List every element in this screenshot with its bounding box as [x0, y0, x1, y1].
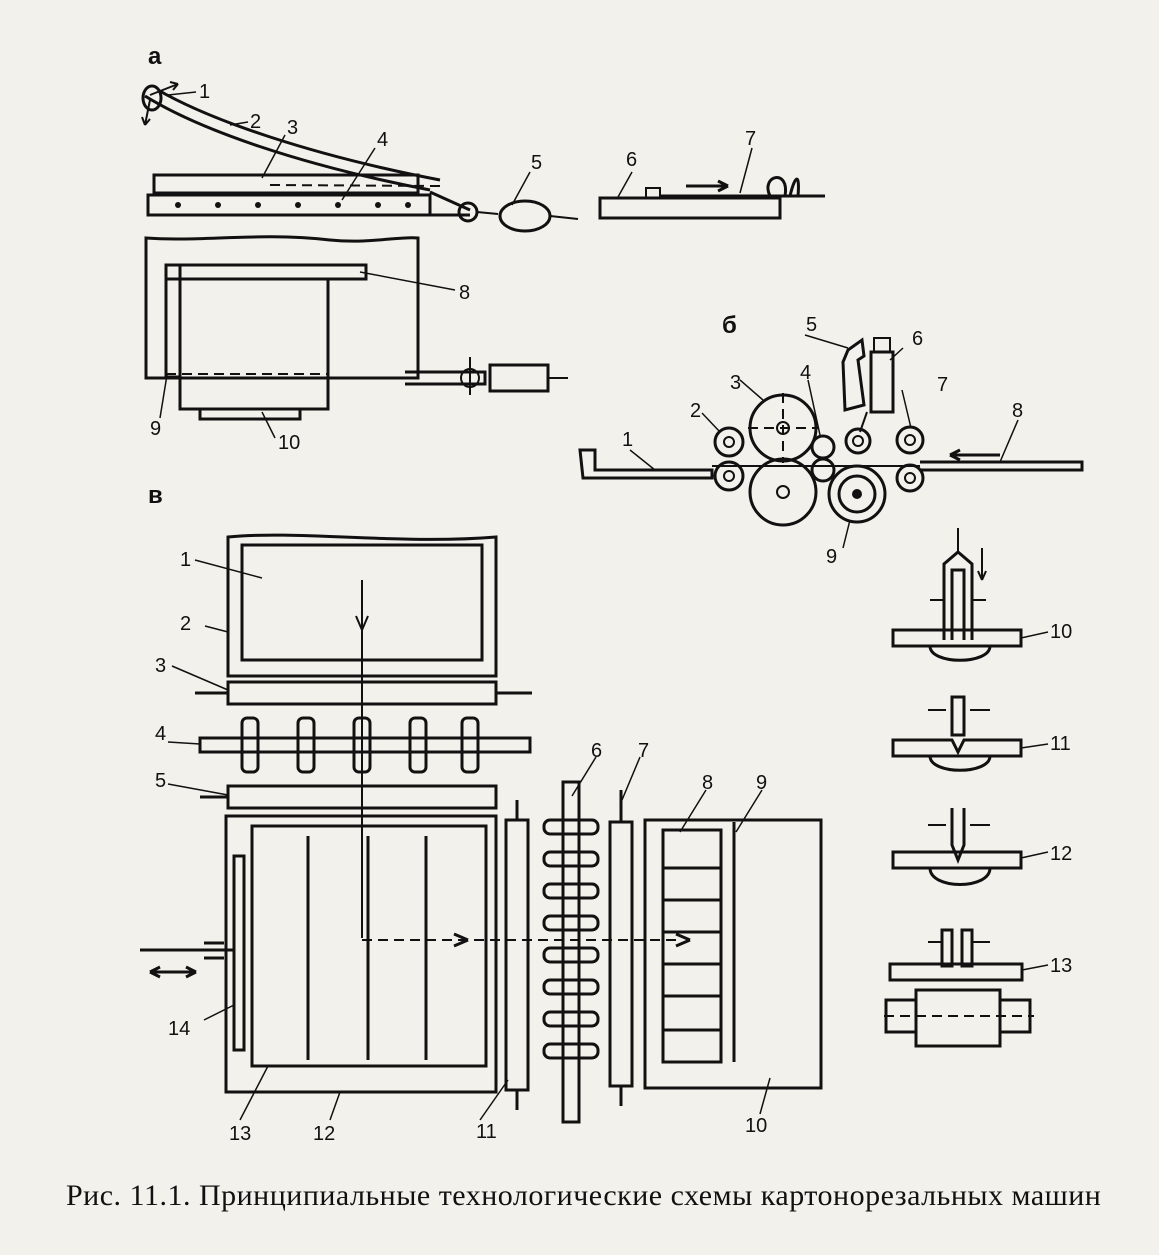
panel-a-label: а — [148, 43, 162, 70]
panel-v-callouts: 1 2 3 4 5 6 7 8 9 10 11 12 13 14 — [155, 549, 767, 1145]
panel-b: б 1 — [578, 312, 1084, 568]
cut-details: 10 11 12 — [884, 528, 1072, 1048]
drive-motor — [488, 363, 550, 393]
callout-v-13: 13 — [229, 1123, 251, 1145]
scoring-roller-9 — [827, 427, 887, 524]
cutting-bed — [178, 277, 330, 411]
callout-b-2: 2 — [690, 400, 701, 422]
roller-pair-4 — [810, 434, 836, 483]
figure-caption: Рис. 11.1. Принципиальные технологически… — [66, 1179, 1102, 1212]
callout-b-1: 1 — [622, 429, 633, 451]
cutting-table — [146, 193, 432, 217]
transfer-roller — [504, 818, 530, 1092]
blank-stack — [661, 828, 723, 1064]
callout-v-2: 2 — [180, 613, 191, 635]
callout-v-5: 5 — [155, 770, 166, 792]
callout-v-6: 6 — [591, 740, 602, 762]
callout-g-11: 11 — [1050, 733, 1071, 755]
pressure-screw — [869, 350, 895, 414]
callout-b-9: 9 — [826, 546, 837, 568]
detail-13: 13 — [884, 928, 1072, 1048]
callout-a-1: 1 — [199, 81, 210, 103]
pusher-14 — [232, 854, 246, 1052]
callout-g-10: 10 — [1050, 621, 1072, 643]
callout-a-10: 10 — [278, 432, 300, 454]
callout-a-9: 9 — [150, 418, 161, 440]
callout-b-6: 6 — [912, 328, 923, 350]
feed-table — [598, 196, 782, 220]
detail-11: 11 — [891, 695, 1071, 772]
detail-10: 10 — [891, 528, 1072, 662]
callout-v-3: 3 — [155, 655, 166, 677]
guide-rail — [164, 263, 368, 281]
callout-b-4: 4 — [800, 362, 811, 384]
callout-b-3: 3 — [730, 372, 741, 394]
roller-pair-2 — [713, 426, 745, 492]
roller-pair-7 — [895, 425, 925, 493]
callout-v-4: 4 — [155, 723, 166, 745]
disc-knives — [240, 716, 480, 774]
knife-shaft — [198, 736, 532, 754]
callout-b-8: 8 — [1012, 400, 1023, 422]
panel-a-callouts: 1 2 3 4 5 6 7 8 9 10 — [150, 81, 756, 454]
cross-disc-knives — [542, 818, 600, 1060]
knife-holder — [841, 337, 866, 412]
callout-a-8: 8 — [459, 282, 470, 304]
callout-b-5: 5 — [806, 314, 817, 336]
table-bolts — [175, 202, 411, 208]
output-tray — [578, 448, 714, 480]
callout-v-8: 8 — [702, 772, 713, 794]
lever-arm — [141, 81, 441, 192]
callout-v-1: 1 — [180, 549, 191, 571]
callout-a-7: 7 — [745, 128, 756, 150]
callout-a-2: 2 — [250, 111, 261, 133]
panel-b-label: б — [722, 312, 737, 339]
sheet-hopper — [226, 533, 498, 678]
feed-sheet — [920, 460, 1084, 472]
callout-a-5: 5 — [531, 152, 542, 174]
callout-v-11: 11 — [476, 1121, 497, 1143]
callout-v-14: 14 — [168, 1018, 190, 1040]
panel-v-label: в — [148, 482, 163, 509]
knife-plate — [152, 173, 420, 195]
detail-12: 12 — [891, 808, 1072, 886]
callout-g-12: 12 — [1050, 843, 1072, 865]
callout-v-10: 10 — [745, 1115, 767, 1137]
callout-a-3: 3 — [287, 117, 298, 139]
receiving-table — [643, 818, 823, 1090]
cross-knife-shaft — [561, 780, 581, 1124]
callout-v-7: 7 — [638, 740, 649, 762]
callout-g-13: 13 — [1050, 955, 1072, 977]
callout-a-6: 6 — [626, 149, 637, 171]
callout-v-12: 12 — [313, 1123, 335, 1145]
base-plate — [198, 407, 302, 421]
panel-b-callouts: 1 2 3 4 5 6 7 8 9 — [622, 314, 1023, 568]
knife-roller-3 — [748, 393, 818, 527]
counterweight — [498, 199, 552, 233]
strip-stack — [250, 824, 488, 1068]
callout-b-7: 7 — [937, 374, 948, 396]
panel-a: а — [141, 43, 825, 454]
callout-a-4: 4 — [377, 129, 388, 151]
exit-roller — [608, 820, 634, 1088]
machine-housing — [144, 235, 420, 380]
callout-v-9: 9 — [756, 772, 767, 794]
panel-v: в — [140, 482, 823, 1145]
pivot-joint — [457, 201, 479, 223]
